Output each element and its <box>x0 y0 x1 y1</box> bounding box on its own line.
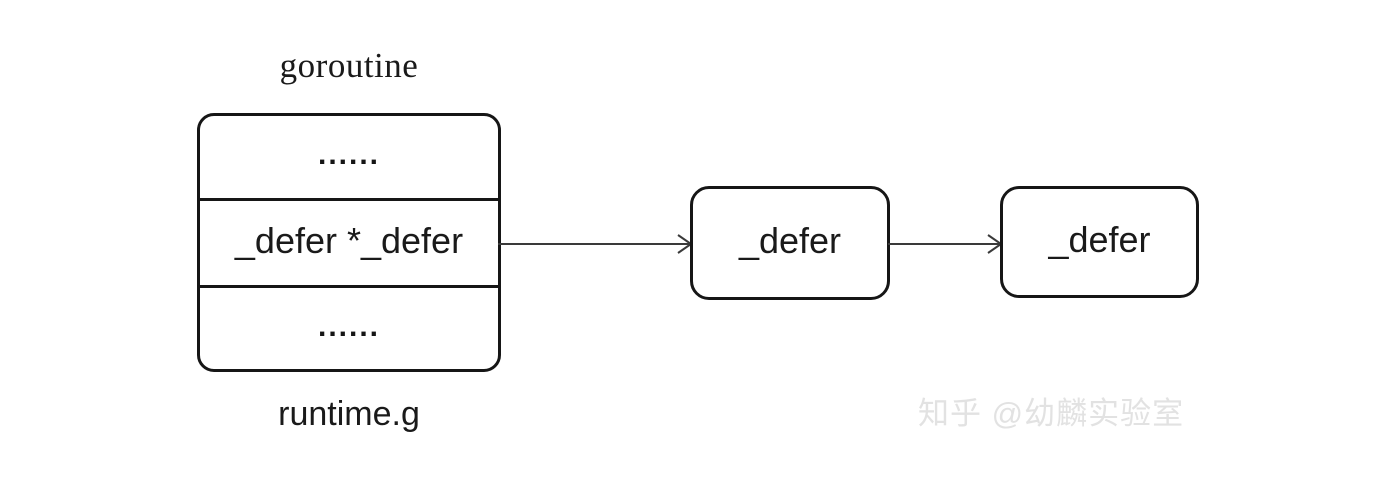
watermark: 知乎 @幼麟实验室 <box>918 396 1185 431</box>
struct-row-ellipsis-bottom: ...... <box>200 288 498 369</box>
defer-node-1: _defer <box>690 186 890 300</box>
runtime-g-struct-box: ...... _defer *_defer ...... <box>197 113 501 372</box>
defer-node-2-label: _defer <box>1048 219 1151 260</box>
defer-node-2: _defer <box>1000 186 1199 298</box>
struct-row-ellipsis-top: ...... <box>200 116 498 198</box>
arrow-defer-node-1-to-defer-node-2 <box>888 234 1003 254</box>
defer-field-label: _defer *_defer <box>234 220 464 261</box>
ellipsis-top-label: ...... <box>317 138 380 171</box>
struct-row-defer-field: _defer *_defer <box>200 198 498 288</box>
ellipsis-bottom-label: ...... <box>317 309 380 343</box>
goroutine-title: goroutine <box>279 46 419 85</box>
arrow-struct-to-defer-node-1 <box>498 234 693 254</box>
defer-node-1-label: _defer <box>738 220 842 261</box>
runtime-g-caption: runtime.g <box>278 395 420 433</box>
